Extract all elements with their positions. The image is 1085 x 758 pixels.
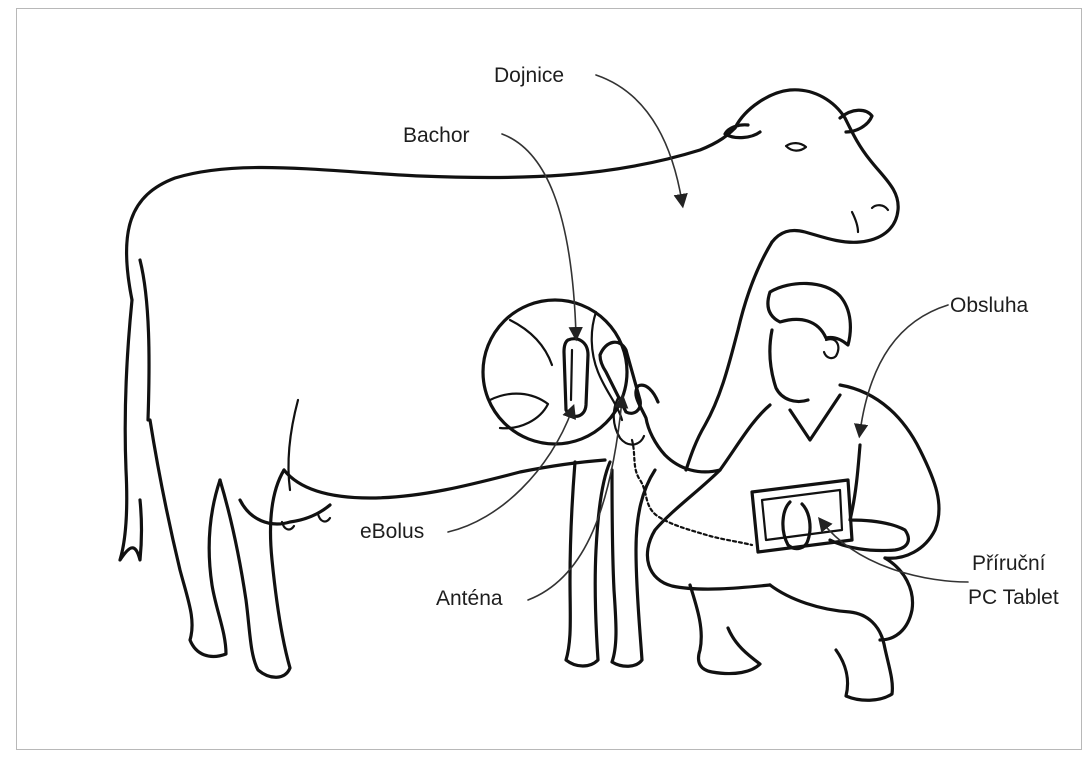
label-antena: Anténa (436, 587, 503, 610)
label-bachor: Bachor (403, 124, 470, 147)
cow-neck-outline (686, 242, 772, 470)
label-tablet-line1: Příruční (972, 552, 1046, 575)
rumen-wall-1 (490, 394, 548, 429)
cow-eye (786, 143, 806, 151)
operator-ear (824, 339, 838, 358)
ebolus-capsule (564, 339, 588, 417)
tablet-screen (762, 490, 842, 540)
cow-nostril (872, 205, 888, 210)
tablet-hand (783, 502, 810, 549)
leader-dojnice (596, 75, 682, 202)
leader-obsluha (860, 305, 948, 432)
operator-lower-leg-front (690, 585, 760, 674)
operator-drawing (636, 283, 939, 700)
ebolus-capsule-inner (571, 350, 572, 400)
cow-udder (240, 500, 330, 524)
cow-head-outline (735, 90, 898, 243)
leader-lines (448, 75, 968, 600)
leader-antena (528, 400, 622, 600)
operator-lower-leg-back (770, 585, 892, 700)
operator-right-arm (830, 445, 908, 551)
leader-tablet (822, 522, 968, 582)
cow-belly-outline (284, 460, 605, 498)
operator-hair (768, 283, 850, 345)
cow-back-outline (126, 128, 735, 300)
cow-front-leg-left (566, 462, 610, 666)
label-tablet-line2: PC Tablet (968, 586, 1059, 609)
cow-hind-leg-left (150, 420, 226, 656)
rumen-wall-2 (510, 320, 552, 365)
cow-tail (120, 300, 142, 560)
rumen-wall-3 (592, 312, 622, 420)
operator-back (840, 385, 939, 558)
antenna-wand (600, 342, 640, 413)
cow-hind-leg-right (220, 470, 290, 677)
leader-bachor (502, 134, 576, 335)
operator-thigh (647, 470, 770, 589)
operator-left-arm (636, 385, 720, 472)
cow-drawing (120, 90, 898, 677)
label-obsluha: Obsluha (950, 294, 1029, 317)
label-dojnice: Dojnice (494, 64, 564, 87)
operator-chest (720, 405, 770, 470)
label-ebolus: eBolus (360, 520, 424, 543)
antenna-device (600, 342, 752, 545)
operator-face (770, 330, 808, 402)
cow-mouth (852, 212, 858, 232)
tablet-device (752, 480, 852, 552)
cow-tail-inner (140, 260, 149, 420)
cow-teat-2 (318, 514, 330, 521)
